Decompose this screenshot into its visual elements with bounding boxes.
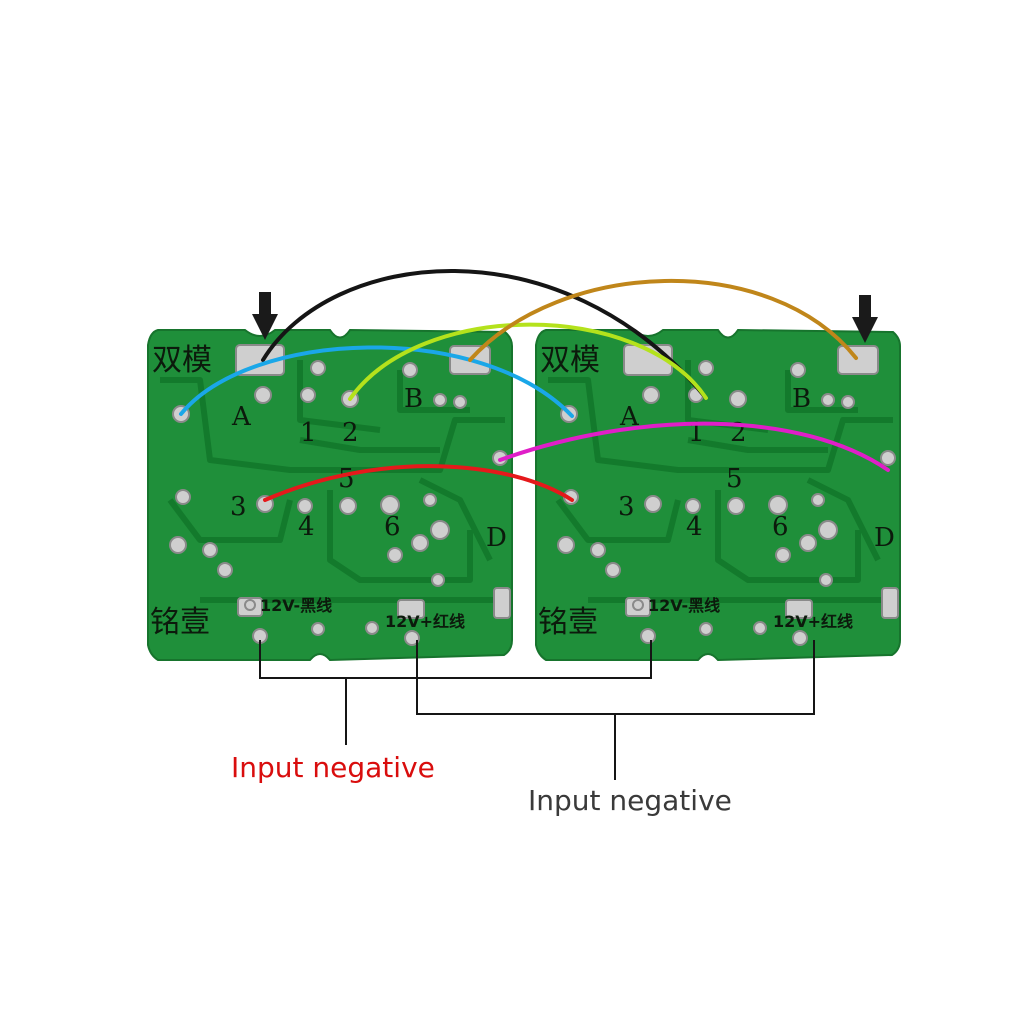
negative-lead bbox=[259, 640, 652, 679]
board-title: 双模 bbox=[152, 343, 212, 378]
input-leads bbox=[259, 640, 815, 780]
pad-label-a: A bbox=[231, 402, 252, 432]
pad-label-b: B bbox=[792, 384, 811, 414]
magenta-jumper-wire bbox=[498, 421, 890, 472]
pad-label-d: D bbox=[874, 523, 895, 553]
pad-number-3: 3 bbox=[230, 492, 247, 522]
pad-number-3: 3 bbox=[618, 492, 635, 522]
negative-pad-label: 12V-黑线 bbox=[648, 596, 720, 615]
pad-number-6: 6 bbox=[772, 512, 789, 542]
pad-number-4: 4 bbox=[298, 512, 315, 542]
jumper-wires bbox=[179, 269, 890, 502]
board-brand: 铭壹 bbox=[150, 605, 210, 640]
pad-number-1: 1 bbox=[300, 418, 317, 448]
pad-number-5: 5 bbox=[726, 464, 743, 494]
board-title: 双模 bbox=[540, 343, 600, 378]
blue-jumper-wire bbox=[179, 345, 574, 418]
pad-number-4: 4 bbox=[686, 512, 703, 542]
down-arrow-icon bbox=[852, 295, 878, 343]
black-jumper-wire bbox=[261, 269, 708, 400]
left-circuit-board: 双模 A B D 1 2 3 4 5 6 铭壹 12V-黑线 12V+红线 bbox=[147, 328, 513, 662]
right-circuit-board: 双模 A B D 1 2 3 4 5 6 铭壹 12V-黑线 12V+红线 bbox=[535, 328, 901, 662]
pad-number-2: 2 bbox=[342, 418, 359, 448]
gold-jumper-wire bbox=[468, 279, 858, 362]
board-brand: 铭壹 bbox=[538, 605, 598, 640]
pad-number-5: 5 bbox=[338, 464, 355, 494]
red-jumper-wire bbox=[263, 464, 574, 502]
down-arrow-icon bbox=[252, 292, 278, 340]
lime-jumper-wire bbox=[348, 322, 708, 401]
pad-label-d: D bbox=[486, 523, 507, 553]
pad-label-a: A bbox=[619, 402, 640, 432]
negative-pad-label: 12V-黑线 bbox=[260, 596, 332, 615]
positive-pad-label: 12V+红线 bbox=[773, 612, 853, 631]
left-input-caption: Input negative bbox=[231, 751, 435, 784]
pad-label-b: B bbox=[404, 384, 423, 414]
positive-pad-label: 12V+红线 bbox=[385, 612, 465, 631]
copper-traces bbox=[160, 360, 505, 603]
right-input-caption: Input negative bbox=[528, 784, 732, 817]
pad-number-6: 6 bbox=[384, 512, 401, 542]
